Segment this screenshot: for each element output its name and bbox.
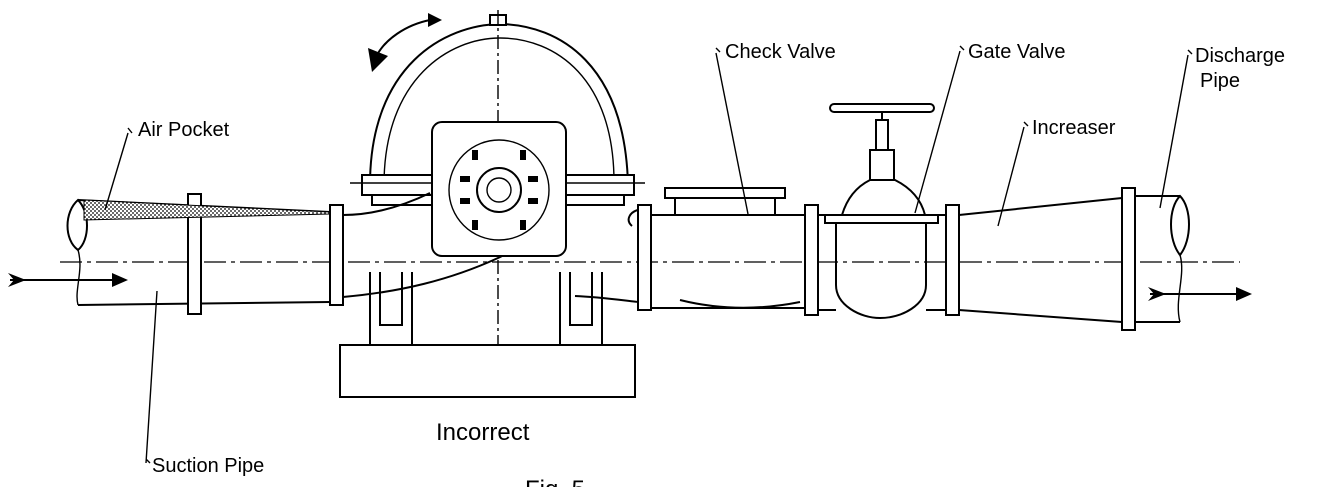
label-discharge-pipe-line1: Discharge — [1195, 45, 1285, 67]
pump-bearing-housing — [431, 121, 567, 257]
label-air-pocket: Air Pocket — [138, 119, 230, 141]
increaser — [958, 197, 1123, 323]
air-pocket — [83, 199, 331, 221]
label-suction-pipe: Suction Pipe — [152, 455, 264, 477]
pump-base — [339, 272, 636, 398]
label-gate-valve: Gate Valve — [968, 41, 1065, 63]
eccentric-reducer — [637, 204, 805, 311]
discharge-pipe — [1121, 187, 1190, 331]
label-discharge-pipe-line2: Pipe — [1200, 70, 1240, 92]
figure-label: Fig. 5 — [525, 476, 585, 487]
rotation-arrow — [368, 13, 442, 72]
leader-lines — [104, 45, 1193, 464]
check-valve — [664, 187, 819, 316]
label-increaser: Increaser — [1032, 117, 1116, 139]
diagram-caption: Incorrect — [436, 419, 530, 446]
label-check-valve: Check Valve — [725, 41, 836, 63]
inlet-flow-arrow — [8, 273, 128, 287]
gate-valve — [818, 103, 960, 320]
outlet-flow-arrow — [1148, 287, 1252, 301]
